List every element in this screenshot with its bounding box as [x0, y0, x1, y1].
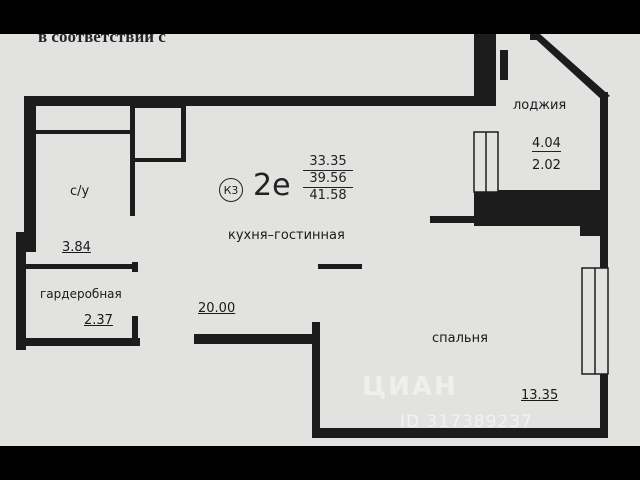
kitchen-living-label: кухня–гостинная	[228, 228, 345, 243]
bathroom-label: с/у	[70, 184, 90, 199]
flat-area-stack: 33.35 39.56 41.58	[303, 154, 353, 204]
wall-shaft-top	[135, 104, 185, 108]
flat-code-badge: К3	[219, 178, 243, 202]
flat-code: К3	[223, 183, 239, 197]
watermark-id: ID 317389237	[400, 412, 533, 432]
loggia-area: 4.04	[532, 136, 561, 152]
wall-partition-a	[318, 264, 362, 269]
wall-bath-stub	[132, 262, 138, 272]
wall-right-corner	[580, 226, 608, 236]
top-border	[0, 0, 640, 34]
wall-shaft-right	[181, 104, 186, 162]
wall-left-lower	[16, 232, 26, 350]
wall-bath-bottom	[22, 264, 138, 269]
wardrobe-label: гардеробная	[40, 287, 122, 301]
bathroom-area: 3.84	[62, 240, 91, 255]
wall-bottom	[312, 428, 606, 438]
wall-bath-top	[36, 130, 132, 134]
flat-type: 2е	[253, 168, 291, 203]
living-area: 33.35	[303, 154, 353, 171]
wall-notch	[474, 34, 496, 106]
watermark-logo: ЦИАН	[362, 372, 458, 402]
total-with-loggia: 41.58	[309, 188, 347, 203]
wall-hall-bottom	[194, 334, 316, 344]
hall-area: 20.00	[198, 301, 236, 316]
header-caption: в соответствии с	[38, 34, 166, 46]
wall-left-upper	[24, 96, 36, 252]
wall-loggia-left	[500, 50, 508, 80]
loggia-reduced-area: 2.02	[532, 158, 561, 173]
wall-shaft-bottom	[135, 158, 185, 162]
bottom-border	[0, 446, 640, 480]
bedroom-area: 13.35	[521, 388, 559, 403]
wall-bath-right	[130, 104, 135, 216]
wall-bedroom-left	[312, 322, 320, 438]
loggia-label: лоджия	[513, 98, 567, 113]
wall-partition-b	[430, 216, 480, 223]
bedroom-label: спальня	[432, 331, 488, 346]
total-area: 39.56	[303, 171, 353, 188]
wall-right	[600, 92, 608, 438]
wall-wardrobe-right	[132, 316, 138, 346]
wall-wardrobe-bottom	[22, 338, 140, 346]
wall-loggia-diagonal	[530, 34, 610, 100]
wall-loggia-bottom	[474, 190, 608, 226]
wall-top	[24, 96, 484, 106]
wardrobe-area: 2.37	[84, 313, 113, 328]
